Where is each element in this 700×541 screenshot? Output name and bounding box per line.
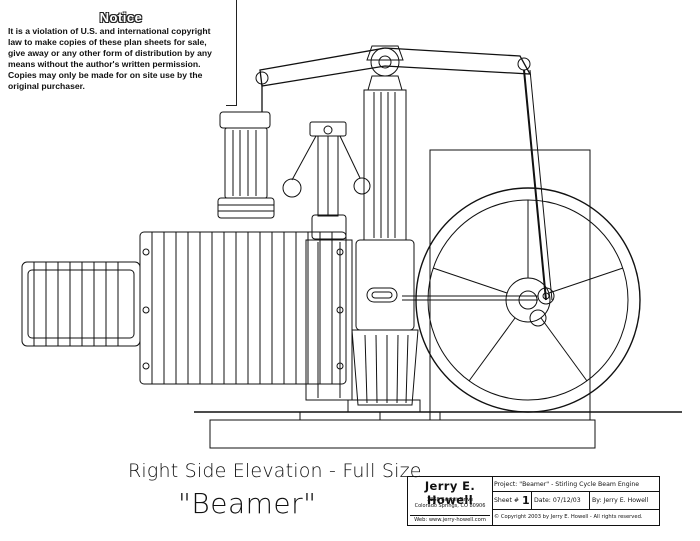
notice-border-bottom bbox=[226, 105, 237, 106]
title-block: Jerry E. Howell 3868 Becket Drive Colora… bbox=[407, 476, 660, 526]
notice-line: means without the author's written permi… bbox=[8, 59, 201, 69]
copyright-row: © Copyright 2003 by Jerry E. Howell - Al… bbox=[492, 510, 659, 524]
notice-title: Notice bbox=[99, 10, 143, 25]
project-label: Project: "Beamer" - Stirling Cycle Beam … bbox=[494, 480, 640, 488]
notice-line: It is a violation of U.S. and internatio… bbox=[8, 26, 211, 36]
flywheel bbox=[415, 149, 641, 420]
date-cell: Date: 07/12/03 bbox=[532, 492, 590, 509]
by-cell: By: Jerry E. Howell bbox=[592, 497, 649, 504]
central-column bbox=[347, 75, 421, 413]
base-plate bbox=[194, 411, 682, 449]
notice-line: law to make copies of these plan sheets … bbox=[8, 37, 207, 47]
finned-cylinder bbox=[139, 231, 347, 385]
address-line-1: 3868 Becket Drive bbox=[426, 497, 474, 503]
displacer-tower bbox=[217, 84, 275, 219]
linkage-assembly bbox=[282, 121, 371, 401]
copyright-text: © Copyright 2003 by Jerry E. Howell - Al… bbox=[494, 514, 643, 520]
hot-end-cap bbox=[21, 261, 141, 347]
connecting-rod bbox=[402, 69, 555, 327]
walking-beam bbox=[255, 45, 532, 87]
copyright-notice: Notice It is a violation of U.S. and int… bbox=[8, 10, 234, 92]
designer-panel: Jerry E. Howell 3868 Becket Drive Colora… bbox=[408, 477, 493, 525]
notice-border bbox=[236, 0, 237, 106]
notice-body: It is a violation of U.S. and internatio… bbox=[8, 26, 234, 92]
notice-line: Copies may only be made for on site use … bbox=[8, 70, 203, 80]
address-line-2: Colorado Springs, CO 80906 bbox=[414, 503, 486, 509]
sheet-number: 1 bbox=[522, 494, 530, 507]
sheet-cell: Sheet # 1 bbox=[492, 492, 532, 509]
sheet-row: Sheet # 1 Date: 07/12/03 By: Jerry E. Ho… bbox=[492, 492, 659, 510]
website: Web: www.jerry-howell.com bbox=[410, 515, 490, 523]
view-caption: Right Side Elevation - Full Size bbox=[128, 460, 422, 482]
engine-name-caption: "Beamer" bbox=[178, 487, 317, 520]
project-row: Project: "Beamer" - Stirling Cycle Beam … bbox=[492, 477, 659, 492]
notice-line: original purchaser. bbox=[8, 81, 85, 91]
designer-name: Jerry E. Howell bbox=[424, 479, 476, 507]
sheet-label: Sheet # bbox=[494, 497, 520, 504]
notice-line: give away or any other form of distribut… bbox=[8, 48, 212, 58]
